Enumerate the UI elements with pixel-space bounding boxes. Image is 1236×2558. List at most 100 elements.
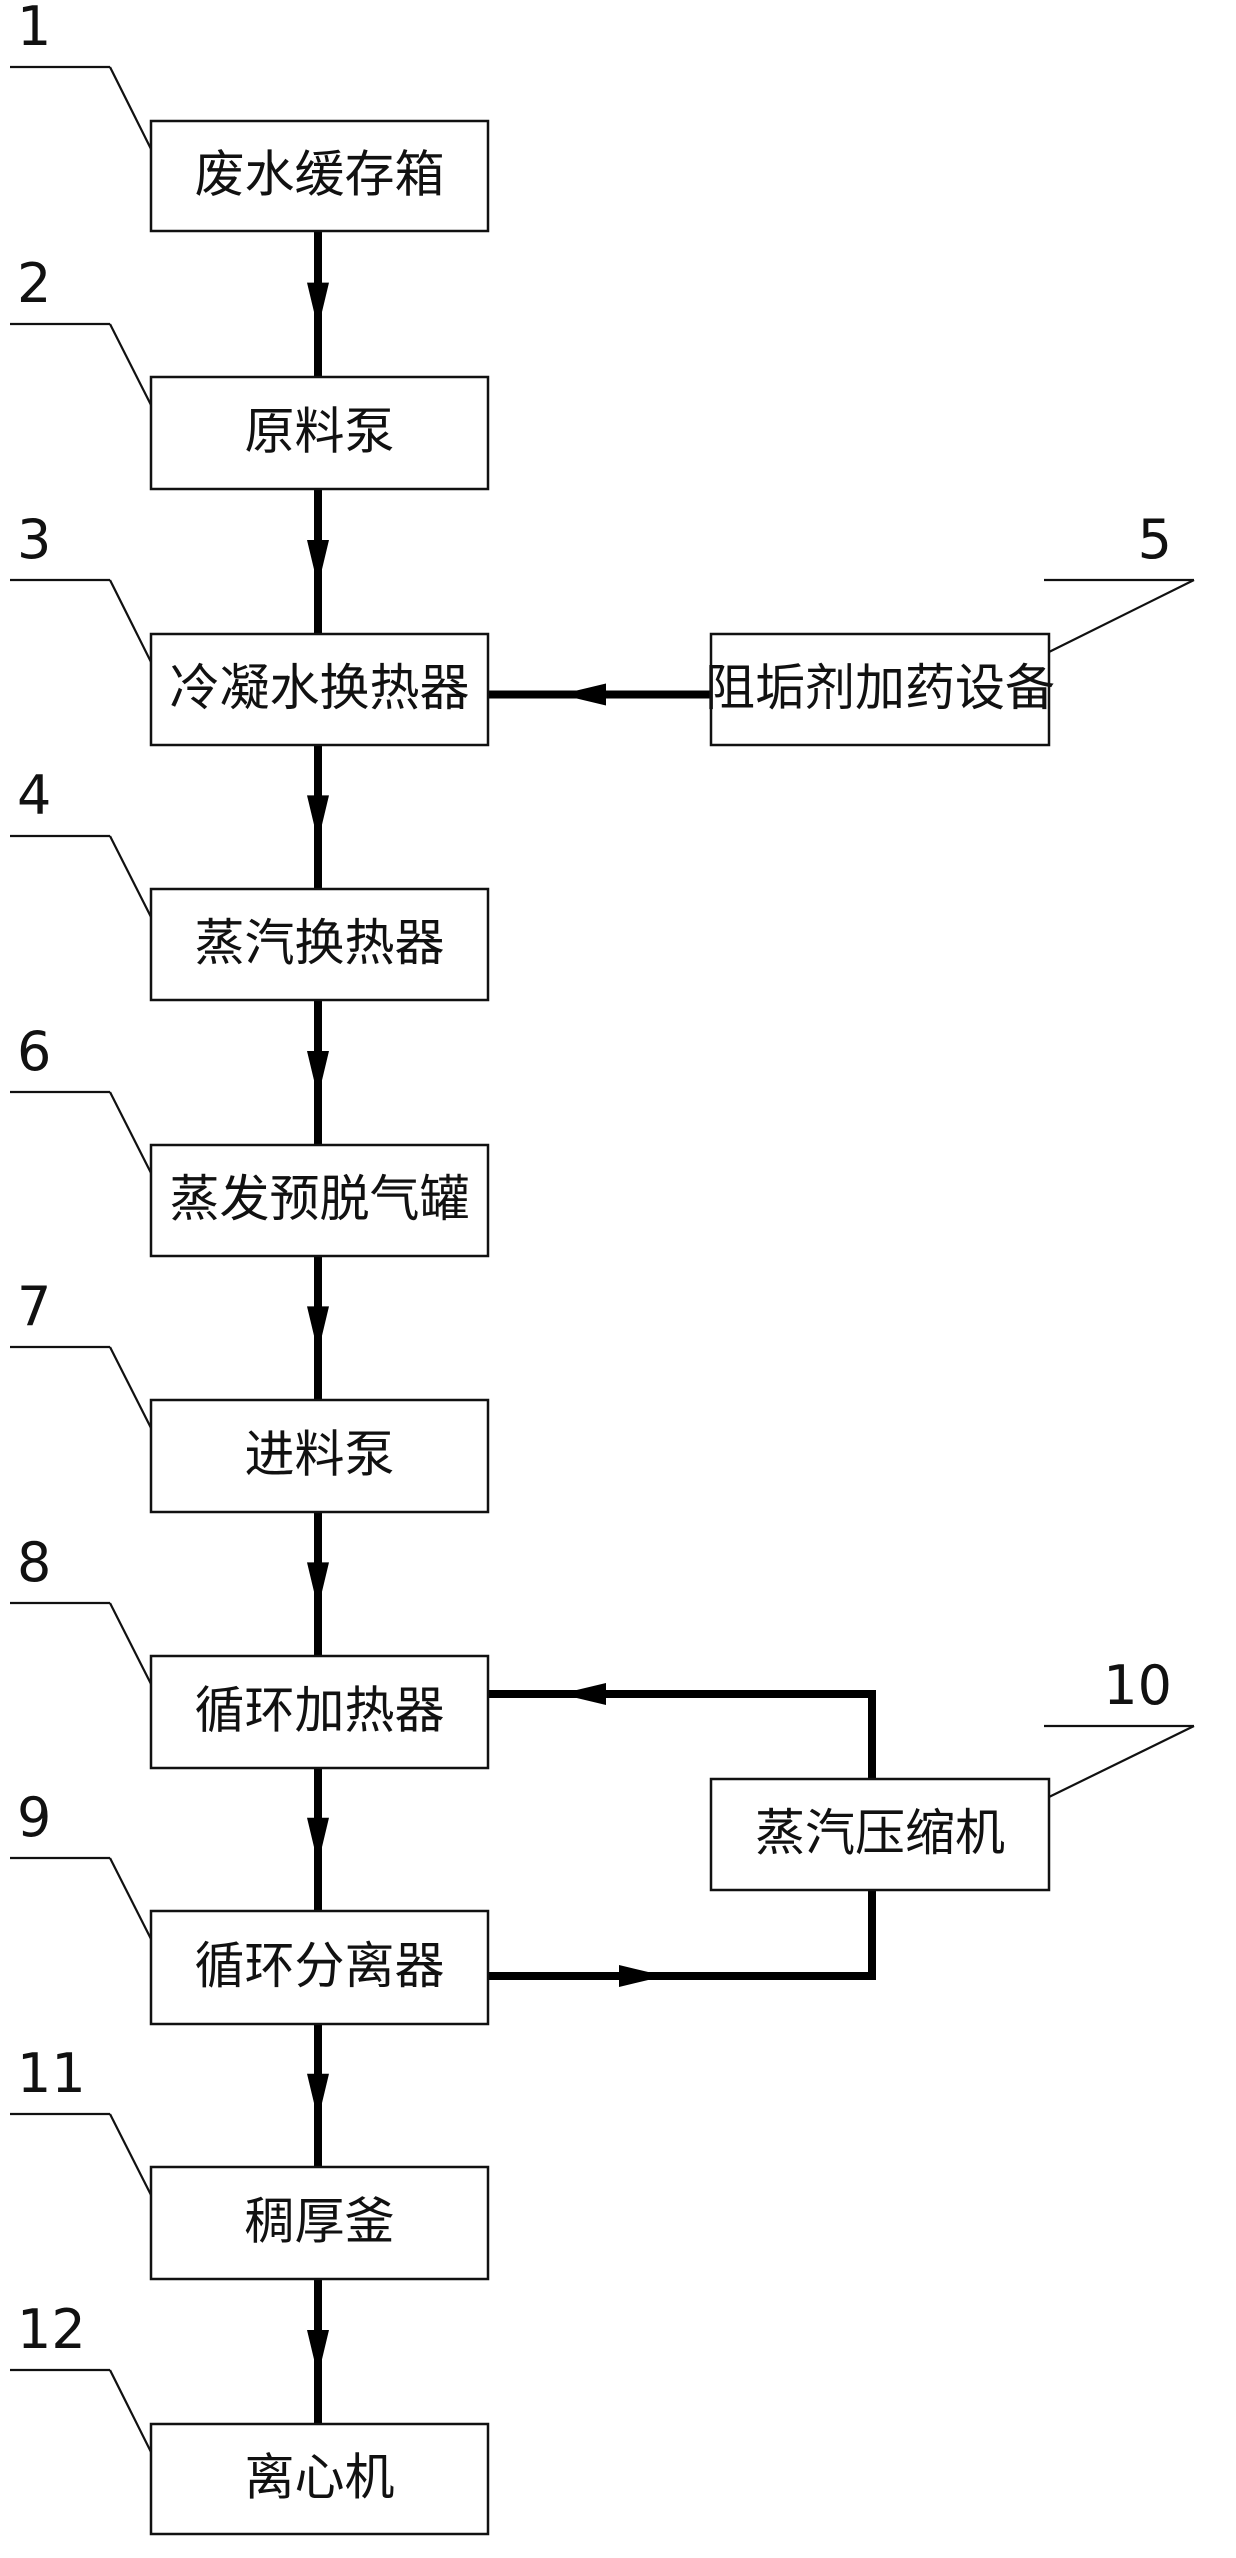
- reference-number: 5: [1138, 508, 1172, 571]
- edge-n8-n9: [307, 1768, 329, 1911]
- arrow-head: [307, 540, 329, 586]
- node-label: 蒸发预脱气罐: [170, 1170, 470, 1228]
- node-n9: 循环分离器: [149, 1909, 490, 2026]
- node-n6: 蒸发预脱气罐: [149, 1143, 490, 1258]
- reference-number: 6: [17, 1020, 51, 1083]
- node-label: 蒸汽压缩机: [755, 1804, 1005, 1862]
- leader-line: [109, 2113, 152, 2196]
- reference-number: 4: [17, 764, 51, 827]
- leader-line: [1048, 1725, 1195, 1798]
- flow-lines: [307, 231, 876, 2424]
- reference-number: 3: [17, 508, 51, 571]
- edge-n4-n6: [307, 1000, 329, 1145]
- node-label: 原料泵: [245, 403, 395, 461]
- leader-line: [109, 1346, 152, 1429]
- ref-n5: 5: [1044, 508, 1195, 653]
- reference-number: 10: [1103, 1654, 1172, 1717]
- ref-n11: 11: [10, 2042, 152, 2196]
- node-n2: 原料泵: [149, 375, 490, 491]
- node-n7: 进料泵: [149, 1398, 490, 1514]
- leader-line: [109, 2369, 152, 2453]
- edge-n7-n8: [307, 1512, 329, 1656]
- leader-line: [109, 323, 152, 406]
- arrow-head: [307, 1562, 329, 1609]
- arrow-head: [307, 1051, 329, 1097]
- node-box: [149, 1143, 490, 1258]
- arrow-head: [560, 683, 606, 706]
- node-box: [149, 2165, 490, 2281]
- node-box: [149, 375, 490, 491]
- node-label: 离心机: [245, 2449, 395, 2507]
- node-label: 进料泵: [245, 1426, 395, 1484]
- node-box: [149, 632, 490, 747]
- edge-n9-n10: [488, 1890, 876, 1987]
- arrow-head: [307, 1817, 329, 1864]
- node-label: 蒸汽换热器: [195, 914, 445, 972]
- arrow-head: [619, 1965, 665, 1987]
- node-n11: 稠厚釜: [149, 2165, 490, 2281]
- edge-n10-n8: [488, 1683, 876, 1779]
- leader-line: [1048, 579, 1195, 653]
- node-box: [709, 632, 1051, 747]
- ref-n4: 4: [10, 764, 152, 918]
- leader-line: [109, 66, 152, 150]
- node-box: [149, 2422, 490, 2536]
- flow-line: [488, 1890, 876, 1980]
- reference-number: 8: [17, 1531, 51, 1594]
- node-label: 冷凝水换热器: [170, 659, 470, 717]
- node-box: [149, 887, 490, 1002]
- ref-n3: 3: [10, 508, 152, 663]
- node-box: [149, 1909, 490, 2026]
- leader-line: [109, 1857, 152, 1940]
- ref-n12: 12: [10, 2298, 152, 2453]
- edge-n11-n12: [307, 2279, 329, 2424]
- edge-n6-n7: [307, 1256, 329, 1400]
- reference-number: 12: [17, 2298, 86, 2361]
- ref-n9: 9: [10, 1786, 152, 1940]
- node-n10: 蒸汽压缩机: [709, 1777, 1051, 1892]
- node-n5: 阻垢剂加药设备: [705, 632, 1055, 747]
- node-box: [149, 119, 490, 233]
- ref-n1: 1: [10, 0, 152, 150]
- reference-number: 7: [17, 1275, 51, 1338]
- arrow-head: [560, 1683, 606, 1705]
- arrow-head: [307, 282, 329, 329]
- node-n12: 离心机: [149, 2422, 490, 2536]
- ref-n2: 2: [10, 252, 152, 406]
- node-box: [149, 1398, 490, 1514]
- node-label: 循环加热器: [195, 1682, 445, 1740]
- node-n4: 蒸汽换热器: [149, 887, 490, 1002]
- leader-line: [109, 1091, 152, 1174]
- node-box: [149, 1654, 490, 1770]
- node-n8: 循环加热器: [149, 1654, 490, 1770]
- arrow-head: [307, 2330, 329, 2376]
- edge-n3-n4: [307, 745, 329, 889]
- arrow-head: [307, 1306, 329, 1353]
- node-n3: 冷凝水换热器: [149, 632, 490, 747]
- reference-number: 2: [17, 252, 51, 315]
- edge-n5-n3: [488, 683, 711, 706]
- ref-n8: 8: [10, 1531, 152, 1685]
- node-label: 阻垢剂加药设备: [705, 659, 1055, 717]
- ref-n10: 10: [1044, 1654, 1195, 1798]
- arrow-head: [307, 795, 329, 842]
- leader-line: [109, 579, 152, 663]
- ref-n6: 6: [10, 1020, 152, 1174]
- reference-number: 9: [17, 1786, 51, 1849]
- node-label: 循环分离器: [195, 1937, 445, 1995]
- reference-number: 11: [17, 2042, 86, 2105]
- leader-line: [109, 835, 152, 918]
- leader-line: [109, 1602, 152, 1685]
- edge-n1-n2: [307, 231, 329, 377]
- reference-number: 1: [17, 0, 51, 58]
- node-label: 稠厚釜: [245, 2193, 395, 2251]
- node-n1: 废水缓存箱: [149, 119, 490, 233]
- flow-line: [488, 1690, 876, 1779]
- node-box: [709, 1777, 1051, 1892]
- node-label: 废水缓存箱: [195, 146, 445, 204]
- ref-n7: 7: [10, 1275, 152, 1429]
- edge-n9-n11: [307, 2024, 329, 2167]
